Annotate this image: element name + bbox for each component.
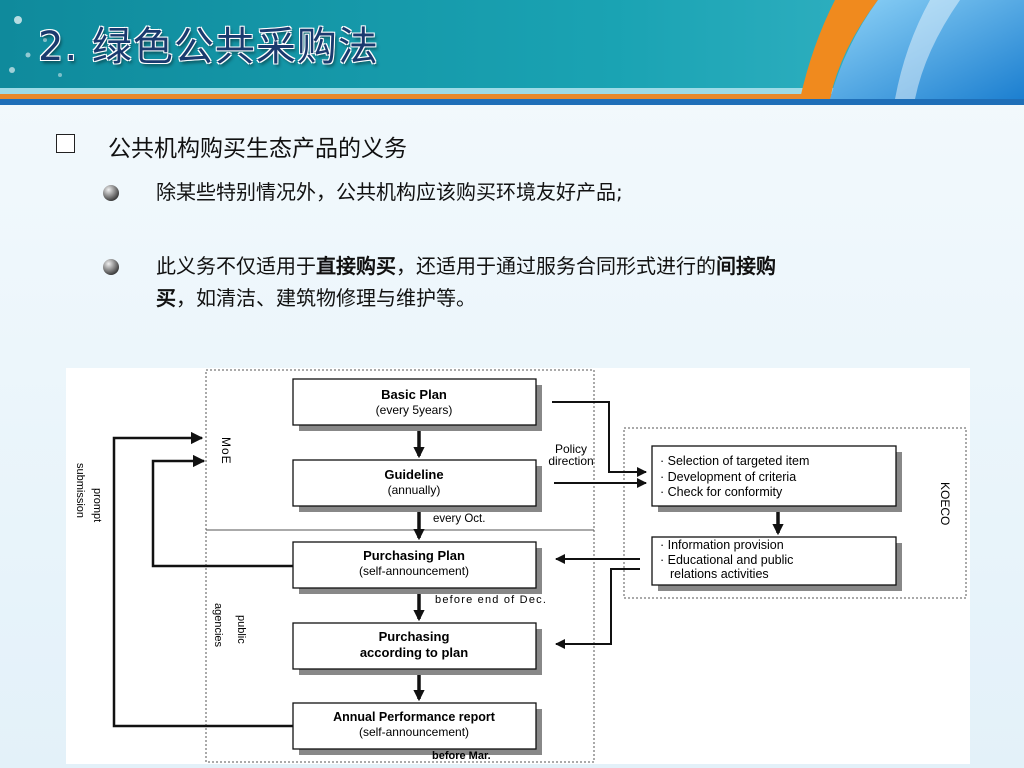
bullet-2-bold-direct: 直接购买 bbox=[316, 254, 396, 278]
annual-report-sub: (self-announcement) bbox=[359, 725, 469, 739]
agencies-region bbox=[205, 529, 595, 763]
square-bullet-icon bbox=[56, 134, 75, 153]
bullet-2-seg-1: 此义务不仅适用于 bbox=[156, 254, 316, 278]
koeco-information-line-3: relations activities bbox=[670, 567, 769, 581]
annual-report-title: Annual Performance report bbox=[333, 710, 496, 724]
guideline-sub: (annually) bbox=[388, 483, 441, 497]
title-banner bbox=[0, 0, 1024, 105]
koeco-information-box: · Information provision · Educational an… bbox=[651, 536, 902, 591]
moe-label: MoE bbox=[219, 437, 233, 465]
purchasing-plan-sub: (self-announcement) bbox=[359, 564, 469, 578]
policy-label: Policy bbox=[555, 442, 587, 456]
bullet-2-bold-indirect: 间接购 bbox=[716, 254, 776, 278]
submission-label: submission bbox=[74, 463, 86, 518]
purchasing-plan-box: Purchasing Plan (self-announcement) bbox=[292, 541, 542, 594]
koeco-information-line-2: · Educational and public bbox=[660, 553, 793, 567]
basic-plan-sub: (every 5years) bbox=[376, 403, 453, 417]
koeco-criteria-line-2: · Development of criteria bbox=[660, 470, 796, 484]
purchasing-according-sub: according to plan bbox=[360, 645, 468, 660]
round-bullet-icon bbox=[103, 259, 119, 275]
koeco-label: KOECO bbox=[938, 482, 952, 525]
purchasing-according-box: Purchasing according to plan bbox=[292, 622, 542, 675]
every-oct-label: every Oct. bbox=[433, 513, 485, 525]
section-heading: 公共机构购买生态产品的义务 bbox=[108, 136, 407, 162]
guideline-title: Guideline bbox=[384, 467, 443, 482]
bullet-2-bold-indirect-end: 买 bbox=[156, 286, 176, 310]
bullet-text-1: 除某些特别情况外，公共机构应该购买环境友好产品; bbox=[156, 180, 623, 204]
bullet-2-seg-3: ，如清洁、建筑物修理与维护等。 bbox=[176, 286, 476, 310]
bullet-text-2: 此义务不仅适用于直接购买，还适用于通过服务合同形式进行的间接购 买，如清洁、建筑… bbox=[156, 250, 956, 314]
guideline-box: Guideline (annually) bbox=[292, 459, 542, 512]
koeco-criteria-box: · Selection of targeted item · Developme… bbox=[651, 445, 902, 512]
procurement-flow-diagram: Basic Plan (every 5years) Guideline (ann… bbox=[66, 368, 970, 764]
basic-plan-box: Basic Plan (every 5years) bbox=[292, 378, 542, 431]
arrow-koeco-to-purchasing bbox=[555, 568, 640, 649]
purchasing-plan-title: Purchasing Plan bbox=[363, 548, 465, 563]
direction-label: direction bbox=[548, 454, 593, 468]
purchasing-according-title: Purchasing bbox=[379, 629, 450, 644]
koeco-information-line-1: · Information provision bbox=[660, 538, 784, 552]
koeco-criteria-line-1: · Selection of targeted item bbox=[660, 454, 809, 468]
arrow-prompt bbox=[112, 431, 293, 728]
arrow-basic-plan-policy bbox=[552, 401, 647, 477]
basic-plan-title: Basic Plan bbox=[381, 387, 447, 402]
round-bullet-icon bbox=[103, 185, 119, 201]
prompt-label: prompt bbox=[91, 488, 103, 522]
public-label: public bbox=[235, 615, 247, 644]
before-dec-label: before end of Dec. bbox=[435, 594, 547, 606]
arrow-submission bbox=[151, 454, 293, 568]
bullet-2-seg-2: ，还适用于通过服务合同形式进行的 bbox=[396, 254, 716, 278]
before-mar-label: before Mar. bbox=[432, 750, 491, 762]
annual-report-box: Annual Performance report (self-announce… bbox=[292, 702, 542, 755]
agencies-label: agencies bbox=[212, 603, 224, 648]
slide-title: 2. 绿色公共采购法 bbox=[38, 24, 379, 70]
koeco-criteria-line-3: · Check for conformity bbox=[660, 485, 783, 499]
